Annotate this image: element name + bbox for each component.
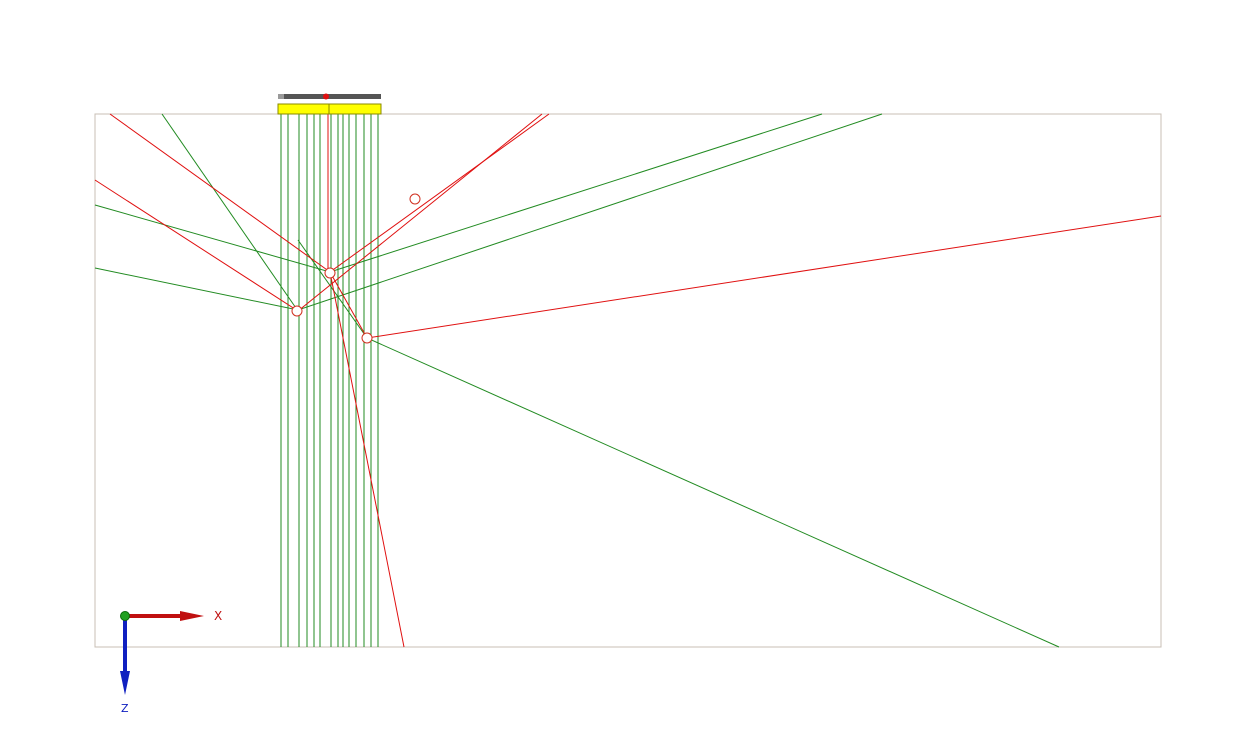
array-elements-bar bbox=[278, 94, 381, 99]
red-scatter-ray bbox=[329, 113, 550, 273]
red-scatter-ray-group bbox=[94, 113, 1162, 648]
defect-marker[interactable] bbox=[291, 305, 303, 317]
axis-triad: X Z bbox=[120, 609, 222, 715]
red-scatter-ray bbox=[329, 215, 1162, 339]
green-scatter-ray bbox=[297, 239, 1060, 648]
arrow-right-icon bbox=[180, 611, 204, 621]
defect-marker[interactable] bbox=[324, 267, 336, 279]
green-scatter-ray bbox=[94, 113, 823, 273]
array-element-start bbox=[278, 94, 284, 99]
defect-group bbox=[291, 193, 421, 344]
x-axis-label: X bbox=[214, 609, 222, 623]
green-scatter-ray-group bbox=[94, 113, 1060, 648]
array-active-element bbox=[323, 93, 329, 100]
z-axis-label: Z bbox=[121, 702, 129, 715]
arrow-down-icon bbox=[120, 671, 130, 695]
transducer-probe[interactable] bbox=[277, 93, 382, 115]
green-scatter-ray bbox=[94, 113, 883, 311]
specimen-frame bbox=[94, 113, 1162, 648]
green-scatter-ray bbox=[161, 113, 299, 312]
red-scatter-ray bbox=[109, 113, 405, 648]
defect-marker[interactable] bbox=[409, 193, 421, 205]
beam-ray-group bbox=[280, 114, 379, 647]
origin-dot-icon bbox=[120, 611, 130, 621]
defect-marker[interactable] bbox=[361, 332, 373, 344]
